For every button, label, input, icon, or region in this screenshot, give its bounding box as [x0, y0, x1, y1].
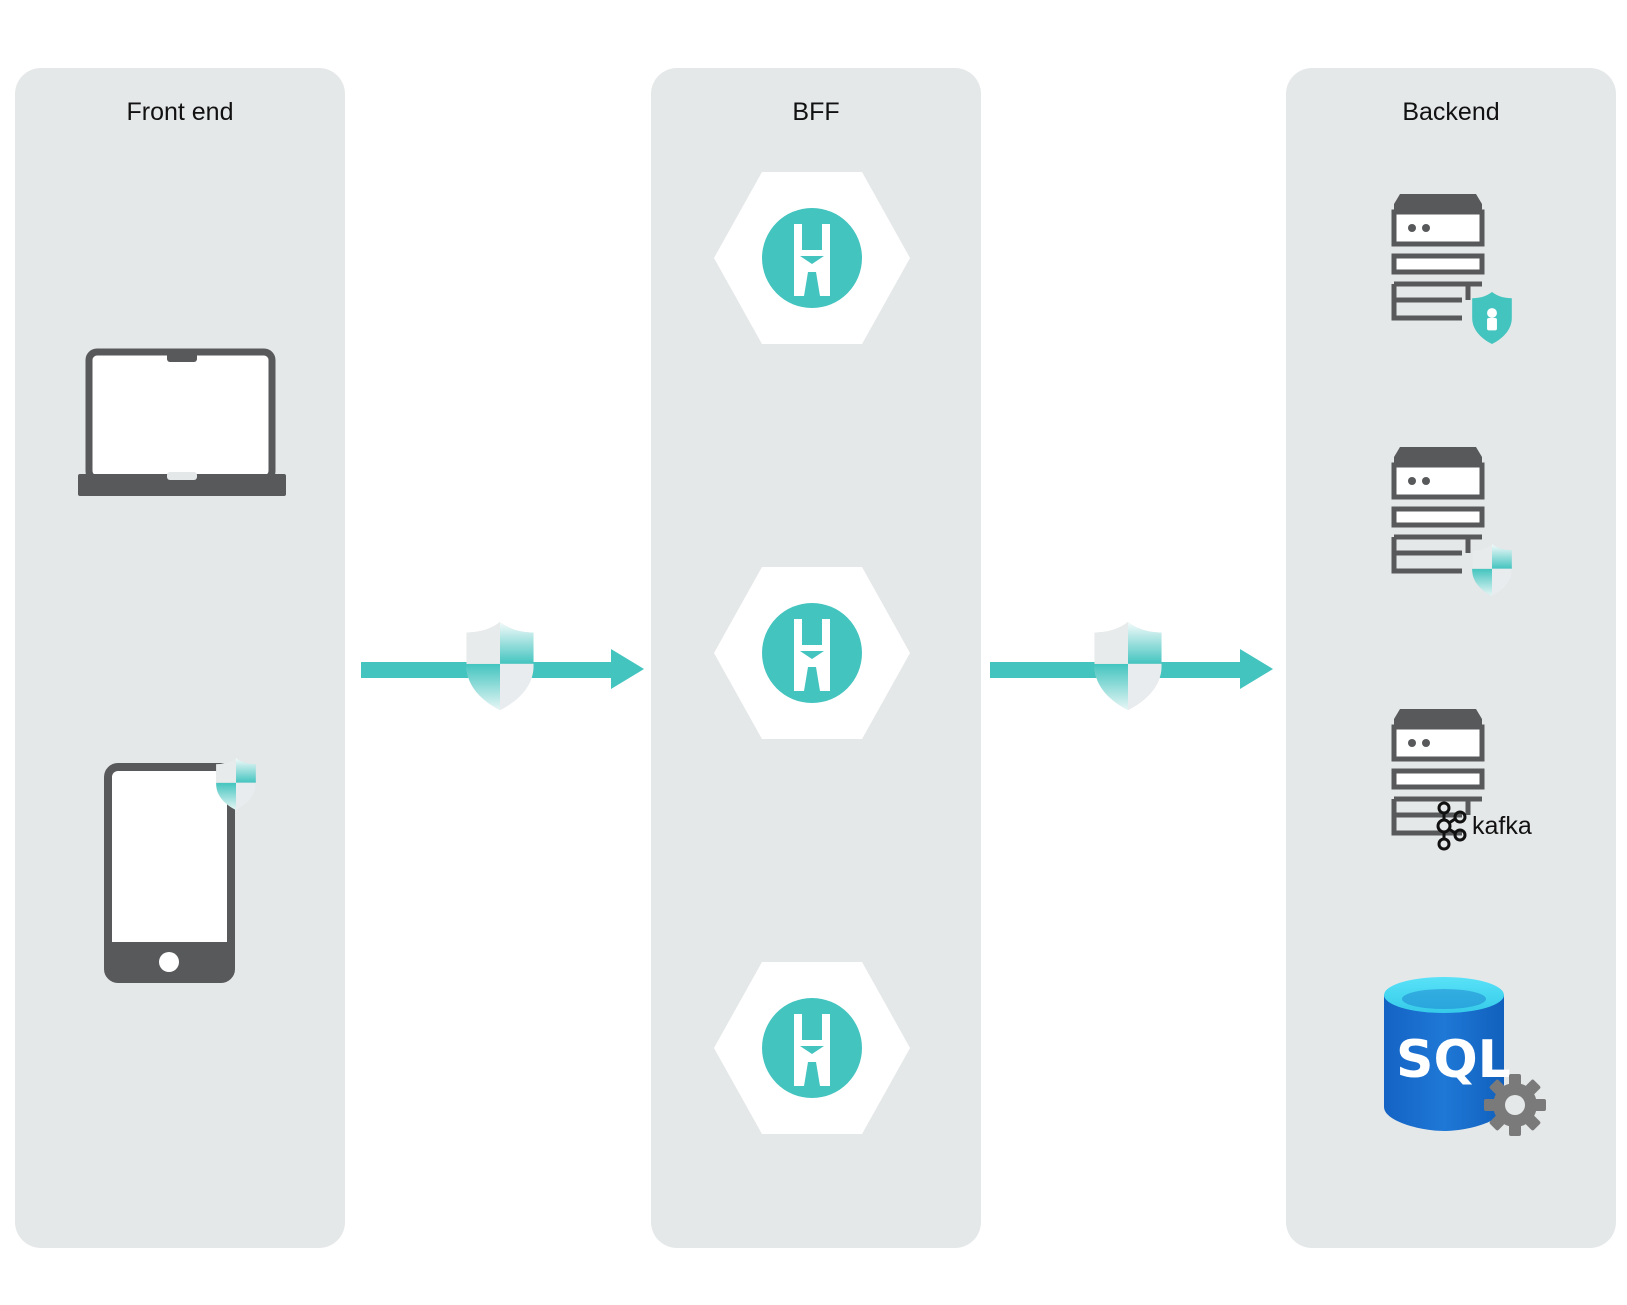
api-gateway-icon [714, 172, 910, 344]
frontend-title: Front end [126, 98, 234, 126]
sql-label: SQL [1396, 1030, 1511, 1090]
tablet-icon [104, 763, 235, 983]
connection-1-shield-icon [466, 622, 534, 710]
tablet-shield-icon [216, 758, 256, 810]
frontend-panel: Front end [15, 68, 345, 1248]
api-gateway-icon [714, 962, 910, 1134]
gear-icon [1484, 1074, 1546, 1136]
backend-title: Backend [1402, 98, 1500, 126]
lock-icon [1472, 292, 1512, 344]
laptop-icon [78, 348, 286, 496]
bff-title: BFF [792, 98, 840, 126]
connection-2-shield-icon [1094, 622, 1162, 710]
server-shield-icon [1472, 544, 1512, 596]
kafka-icon [1436, 801, 1467, 851]
api-gateway-icon [714, 567, 910, 739]
sql-database-icon [1384, 977, 1504, 1131]
kafka-label: kafka [1472, 812, 1532, 840]
